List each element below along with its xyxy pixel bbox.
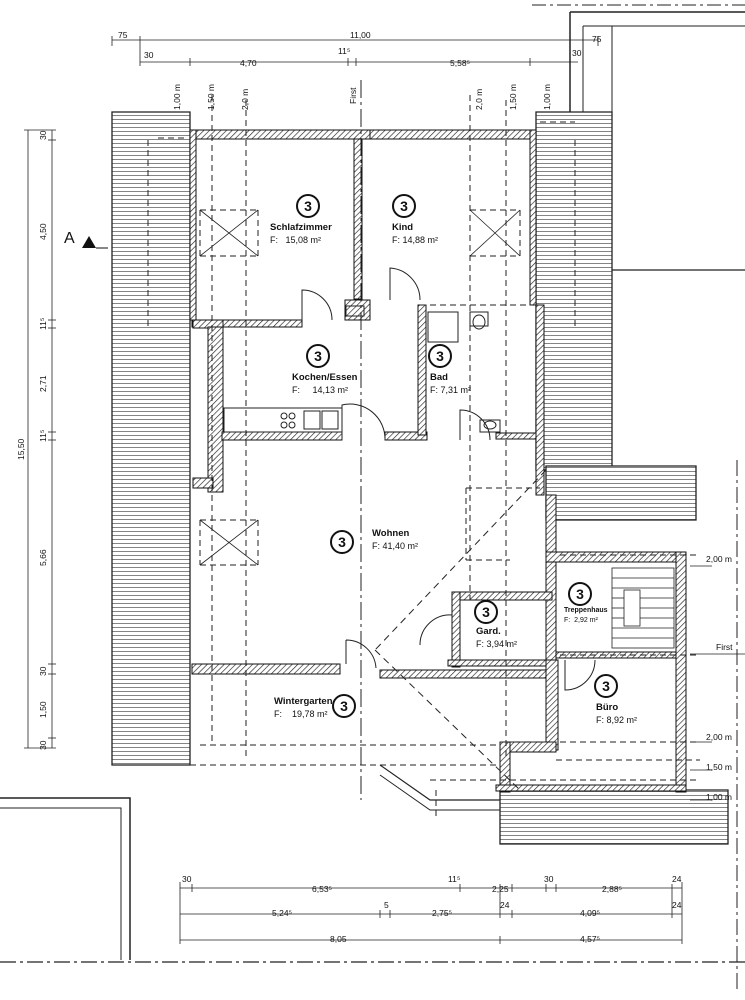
neighbour-building-bottom (0, 797, 131, 960)
dim-bottom-r1-b: 6,53⁵ (312, 884, 333, 894)
dim-left-total: 15,50 (16, 438, 26, 460)
bay-outline (379, 764, 500, 801)
room-area-kochen: F: 14,13 m² (292, 385, 349, 395)
room-name-bad: Bad (430, 372, 448, 383)
section-arrow (82, 236, 96, 248)
room-area-wintergarten: F: 19,78 m² (274, 709, 328, 719)
room-label-gard: Gard. F: 3,94 m² (476, 626, 517, 650)
room-label-bad: Bad F: 7,31 m² (430, 372, 471, 396)
room-name-buero: Büro (596, 702, 619, 713)
room-badge-kochen: 3 (306, 344, 330, 368)
room-badge-treppenhaus: 3 (568, 582, 592, 606)
room-name-schlafzimmer: Schlafzimmer (270, 222, 332, 233)
dim-bottom-r1-c: 11⁵ (448, 874, 461, 884)
dim-top-470: 4,70 (240, 58, 257, 68)
dim-top-558: 5,58⁵ (450, 58, 471, 68)
dimension-lines (24, 36, 745, 944)
room-label-wohnen: Wohnen F: 41,40 m² (372, 528, 418, 552)
vlabel-r2: 1,50 m (508, 84, 518, 110)
vlabel-l2: 1,50 m (206, 84, 216, 110)
dim-top-total: 11,00 (350, 30, 371, 40)
room-badge-wintergarten: 3 (332, 694, 356, 718)
room-name-kochen: Kochen/Essen (292, 372, 358, 383)
right-label-200a: 2,00 m (706, 554, 732, 564)
room-label-kochen: Kochen/Essen F: 14,13 m² (292, 372, 357, 396)
vlabel-r1: 1,00 m (542, 84, 552, 110)
kitchen-counter (223, 407, 343, 433)
room-badge-wohnen: 3 (330, 530, 354, 554)
room-label-schlafzimmer: Schlafzimmer F: 15,08 m² (270, 222, 332, 246)
dim-left-566: 5,66 (38, 549, 48, 566)
room-name-kind: Kind (392, 222, 414, 233)
dim-left-115a: 11⁵ (38, 317, 48, 330)
room-badge-kind: 3 (392, 194, 416, 218)
room-label-kind: Kind F: 14,88 m² (392, 222, 438, 246)
section-marker-label: A (64, 230, 75, 247)
overhead-lines (147, 95, 700, 820)
dim-bottom-r2-d: 24 (500, 900, 510, 910)
right-label-150: 1,50 m (706, 762, 732, 772)
bath-fixtures (345, 305, 501, 433)
staircase (611, 567, 675, 649)
dim-bottom-r3-b: 4,57⁵ (580, 934, 601, 944)
roof-slope-left (111, 111, 191, 766)
room-name-gard: Gard. (476, 626, 501, 637)
diagonal-lines (374, 469, 547, 791)
dim-bottom-r1-f: 2,88⁵ (602, 884, 623, 894)
room-area-wohnen: F: 41,40 m² (372, 541, 419, 551)
dim-left-115b: 11⁵ (38, 429, 48, 442)
room-area-gard: F: 3,94 m² (476, 639, 518, 649)
roof-slope-right (535, 111, 613, 471)
dim-top-75-left: 75 (118, 30, 128, 40)
vlabel-first: First (348, 87, 358, 104)
room-badge-bad: 3 (428, 344, 452, 368)
dim-bottom-r1-g: 24 (672, 874, 682, 884)
dim-top-75-right: 75 (592, 34, 602, 44)
room-label-wintergarten: Wintergarten F: 19,78 m² (274, 696, 333, 720)
dim-bottom-r2-b: 5 (384, 900, 389, 910)
room-area-kind: F: 14,88 m² (392, 235, 439, 245)
room-label-treppenhaus: Treppenhaus F: 2,92 m² (564, 606, 608, 626)
vlabel-l1: 1,00 m (172, 84, 182, 110)
room-name-treppenhaus: Treppenhaus (564, 607, 608, 614)
right-label-first: First (716, 642, 733, 652)
right-label-200b: 2,00 m (706, 732, 732, 742)
dim-bottom-r1-d: 2,25 (492, 884, 509, 894)
dim-bottom-r1-a: 30 (182, 874, 192, 884)
dim-top-30-left: 30 (144, 50, 154, 60)
roof-slope-bottom (499, 789, 729, 845)
dim-bottom-r2-e: 4,09⁵ (580, 908, 601, 918)
room-name-wintergarten: Wintergarten (274, 696, 333, 707)
room-badge-schlafzimmer: 3 (296, 194, 320, 218)
dim-left-30b: 30 (38, 666, 48, 676)
room-area-bad: F: 7,31 m² (430, 385, 472, 395)
dim-left-30a: 30 (38, 130, 48, 140)
dim-bottom-r2-f: 24 (672, 900, 682, 910)
room-label-buero: Büro F: 8,92 m² (596, 702, 637, 726)
dim-top-30-right: 30 (572, 48, 582, 58)
dim-left-271: 2,71 (38, 375, 48, 392)
roof-slope-tower (545, 465, 697, 521)
room-badge-gard: 3 (474, 600, 498, 624)
dim-top-115: 11⁵ (338, 46, 351, 56)
vlabel-r3: 2,0 m (474, 88, 484, 110)
room-area-buero: F: 8,92 m² (596, 715, 638, 725)
dim-bottom-r2-a: 5,24⁵ (272, 908, 293, 918)
vlabel-l3: 2,0 m (240, 88, 250, 110)
skylights (199, 209, 521, 566)
room-badge-buero: 3 (594, 674, 618, 698)
right-label-100: 1,00 m (706, 792, 732, 802)
dim-bottom-r2-c: 2,75⁵ (432, 908, 453, 918)
dim-left-30c: 30 (38, 740, 48, 750)
room-area-treppenhaus: F: 2,92 m² (564, 617, 598, 624)
dim-left-150: 1,50 (38, 701, 48, 718)
door-swings (301, 267, 596, 691)
dim-bottom-r1-e: 30 (544, 874, 554, 884)
dim-bottom-r3-a: 8,05 (330, 934, 347, 944)
room-name-wohnen: Wohnen (372, 528, 410, 539)
walls (189, 129, 687, 793)
dim-left-450: 4,50 (38, 223, 48, 240)
room-area-schlafzimmer: F: 15,08 m² (270, 235, 322, 245)
